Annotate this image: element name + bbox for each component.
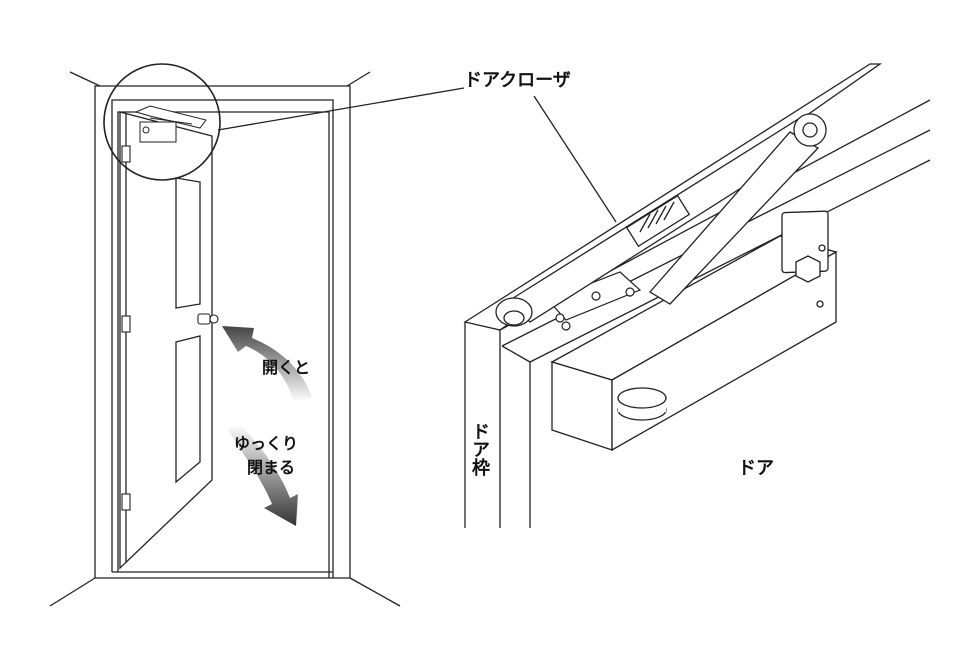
closer-arms — [495, 113, 827, 327]
open-door-leaf — [119, 111, 213, 570]
room-illustration — [49, 71, 401, 607]
hinges — [121, 145, 131, 511]
frame-bracket — [546, 271, 642, 331]
zoom-circle — [103, 63, 221, 181]
door-closer-body — [550, 210, 838, 452]
closes-label: 閉まる — [247, 458, 296, 477]
open-arrow-icon — [222, 326, 312, 402]
opening-label: 開くと — [262, 358, 311, 377]
small-door-closer — [134, 105, 207, 143]
door-closer-label: ドアクローザ — [464, 70, 571, 91]
door-label: ドア — [738, 458, 774, 479]
close-arrow-icon — [228, 424, 298, 526]
leader-line-small — [217, 87, 465, 131]
slowly-label: ゆっくり — [234, 434, 299, 453]
leader-line-large — [533, 95, 617, 223]
door-frame-label: ドア枠 — [469, 422, 490, 476]
door-knob — [197, 313, 219, 325]
